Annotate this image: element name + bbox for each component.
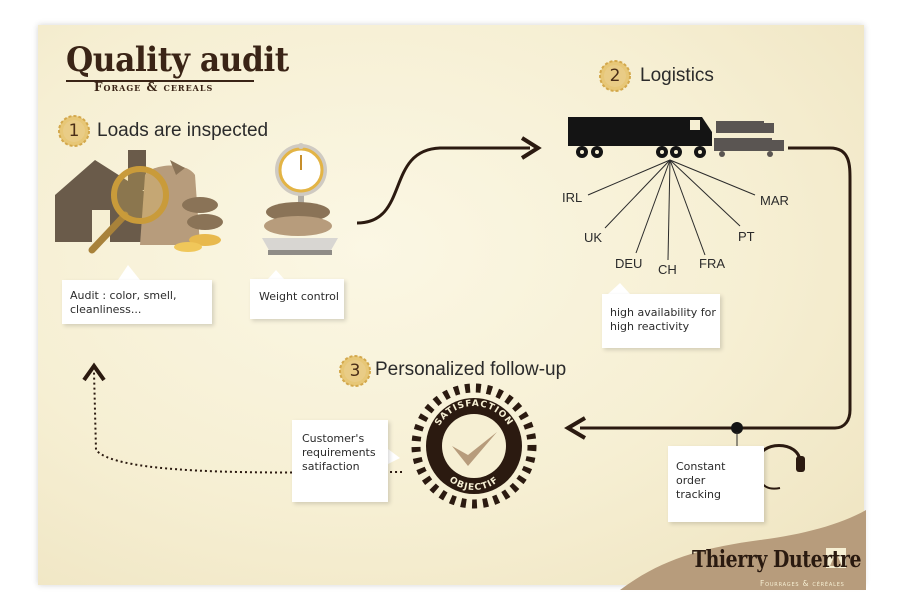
magnifier-icon: [88, 166, 169, 254]
audit-note-text: Audit : color, smell, cleanliness...: [70, 289, 177, 316]
page-title: Quality audit: [66, 40, 289, 80]
truck-icon: [568, 117, 784, 158]
brand-swoosh: [620, 510, 866, 590]
step-1-badge: 1: [59, 116, 89, 146]
audit-note: Audit : color, smell, cleanliness...: [62, 280, 212, 324]
seal-top-text: SATISFACTION: [433, 399, 514, 428]
step-2-heading: Logistics: [640, 65, 714, 86]
step-3-number: 3: [349, 361, 361, 381]
country-uk: UK: [584, 230, 603, 245]
step-2-number: 2: [609, 66, 621, 86]
country-irl: IRL: [562, 190, 583, 205]
country-ch: CH: [658, 262, 677, 277]
step-2-badge-shape: [599, 60, 631, 92]
tracking-note-text: Constant order tracking: [676, 460, 726, 501]
arrow-head-right: [520, 136, 542, 160]
brand-tagline: Fourrages & céréales: [760, 579, 845, 588]
weight-note-text: Weight control: [259, 290, 339, 303]
weight-note: Weight control: [250, 279, 344, 319]
brand-logo-icon: [826, 548, 846, 568]
scale-icon: [262, 143, 338, 255]
step-2-badge: 2: [600, 61, 630, 91]
step-3-heading: Personalized follow-up: [375, 359, 567, 380]
seal-bottom-text: OBJECTIF: [447, 475, 501, 493]
house-icon: [55, 150, 150, 242]
customer-note-text: Customer's requirements satifaction: [302, 432, 376, 473]
availability-note-text: high availability for high reactivity: [610, 306, 716, 333]
brand-name: Thierry Dutertre: [692, 546, 862, 573]
tracking-dot: [731, 422, 743, 434]
step-1-number: 1: [68, 121, 80, 141]
step-3-badge: 3: [340, 356, 370, 386]
seal-icon: [411, 383, 537, 509]
country-mar: MAR: [760, 193, 789, 208]
tracking-note: Constant order tracking: [668, 446, 764, 522]
arrow-head-left: [564, 416, 587, 440]
arrow-head-up: [82, 362, 106, 382]
page-subtitle: Forage & cereals: [94, 80, 214, 94]
destination-lines: [587, 159, 756, 261]
step-1-heading: Loads are inspected: [97, 120, 269, 141]
title-underline: [66, 80, 254, 82]
step-1-badge-shape: [58, 115, 90, 147]
country-deu: DEU: [615, 256, 643, 271]
country-fra: FRA: [699, 256, 725, 271]
country-pt: PT: [738, 229, 755, 244]
step-3-badge-shape: [339, 355, 371, 387]
availability-note: high availability for high reactivity: [602, 294, 720, 348]
sack-icon: [140, 160, 223, 252]
customer-note: Customer's requirements satifaction: [292, 420, 388, 502]
